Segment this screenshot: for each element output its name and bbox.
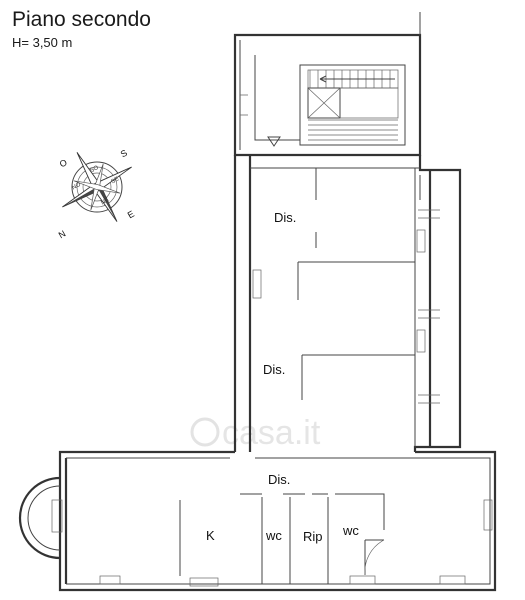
svg-text:casa.it: casa.it	[222, 414, 321, 452]
compass-west-label: O	[58, 157, 69, 169]
compass-se-label: SE	[110, 176, 120, 185]
room-label-kitchen: K	[206, 528, 215, 543]
room-label-dis-upper: Dis.	[274, 210, 296, 225]
bay-window	[18, 476, 63, 560]
compass-north-label: N	[57, 228, 68, 240]
plan-title: Piano secondo	[12, 8, 151, 31]
horizontal-wing	[58, 450, 497, 592]
ceiling-height-label: H= 3,50 m	[12, 35, 73, 50]
compass-so-label: SO	[89, 165, 100, 175]
compass-south-label: S	[119, 148, 129, 160]
stair-tower	[233, 12, 422, 157]
watermark: casa.it	[190, 414, 321, 452]
room-label-ripostiglio: Rip	[303, 529, 323, 544]
room-label-wc-left: wc	[265, 528, 282, 543]
room-label-dis-middle: Dis.	[263, 362, 285, 377]
vertical-wing	[233, 155, 462, 452]
compass-no-label: NO	[71, 182, 82, 192]
compass-rose: N E S O NE SO NO SE	[57, 148, 136, 241]
compass-ne-label: NE	[100, 197, 110, 206]
room-label-dis-lower: Dis.	[268, 472, 290, 487]
compass-east-label: E	[126, 209, 136, 221]
room-label-wc-right: wc	[342, 523, 359, 538]
